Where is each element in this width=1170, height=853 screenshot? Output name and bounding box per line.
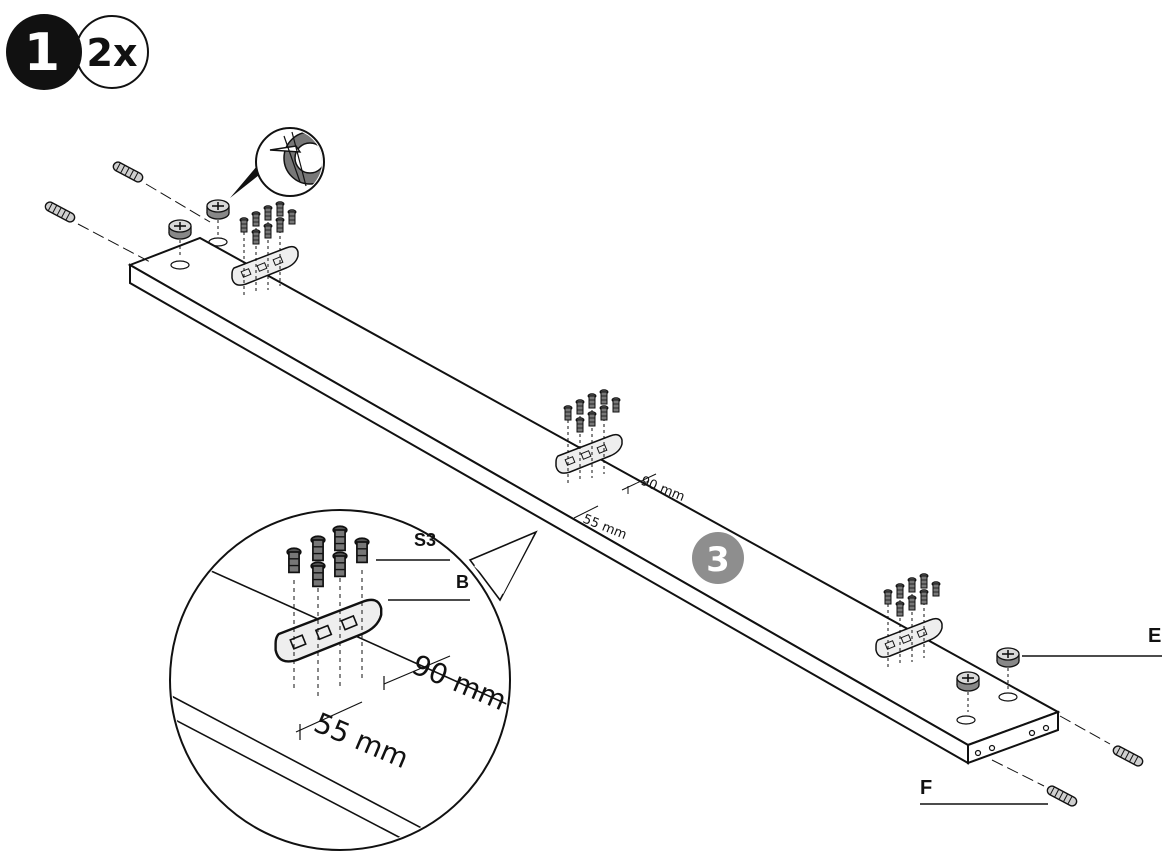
label-cam-lock: E bbox=[1022, 625, 1162, 657]
dowel-left-lower bbox=[43, 199, 151, 263]
label-e-text: E bbox=[1148, 625, 1161, 647]
label-dowel: F bbox=[920, 777, 1048, 805]
label-f-text: F bbox=[920, 777, 932, 799]
zoom-detail: 90 mm 55 mm S3 B bbox=[169, 509, 538, 851]
quantity-text: 2x bbox=[87, 31, 138, 75]
dowel-left-upper bbox=[111, 159, 211, 223]
part-callout: 3 bbox=[692, 532, 744, 584]
cam-lock-left-2 bbox=[206, 199, 230, 220]
step-number-badge bbox=[6, 14, 82, 90]
cam-lock-right-1 bbox=[956, 671, 980, 692]
part-callout-number: 3 bbox=[706, 540, 730, 580]
label-b-text: B bbox=[456, 572, 469, 592]
label-s3-text: S3 bbox=[414, 530, 436, 550]
board-panel bbox=[127, 236, 1061, 765]
step-number-text: 1 bbox=[24, 23, 60, 83]
cam-lock-right-2 bbox=[996, 647, 1020, 668]
cam-orientation-detail bbox=[230, 127, 325, 198]
dowel-right-lower bbox=[991, 759, 1079, 809]
dowel-right-upper bbox=[1059, 715, 1145, 769]
step-header: 2x 1 bbox=[6, 14, 149, 90]
cam-lock-left-1 bbox=[168, 219, 192, 240]
